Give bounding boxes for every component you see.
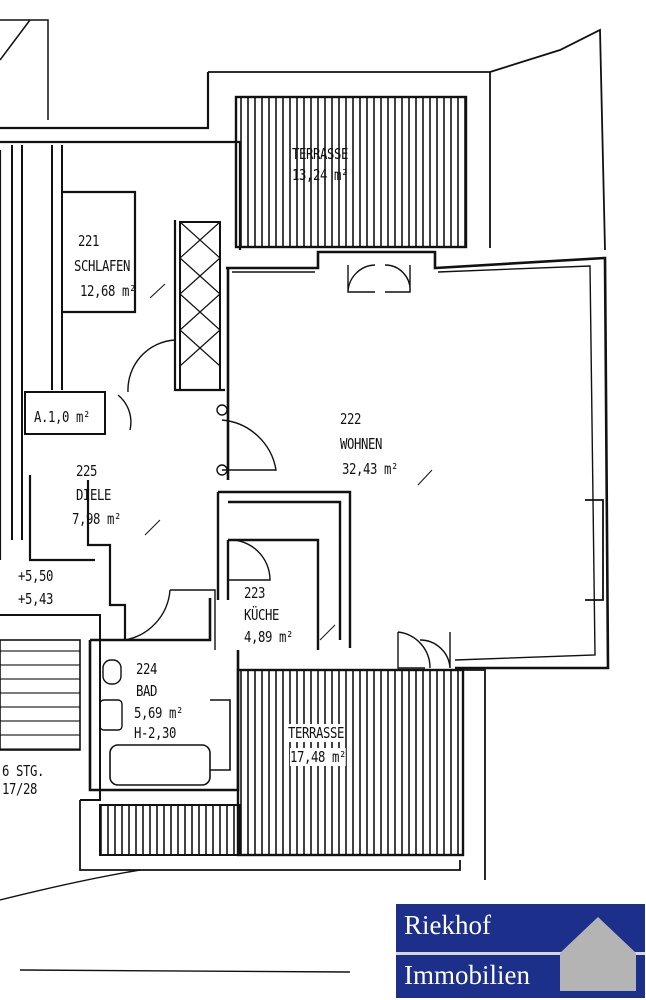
room-225-name: DIELE [76,486,111,504]
living-inner-wall [232,265,596,661]
room-223-name: KÜCHE [244,606,279,624]
wall-left-upper [0,72,242,560]
storage-name: A. [34,408,48,426]
terrace-bottom-outline [79,669,486,880]
sketch-lines-bottom [0,869,351,973]
room-222-area: 32,43 m² [342,460,398,478]
pillar-marker-1 [216,404,228,416]
company-logo: Riekhof Immobilien [396,904,645,998]
room-221-number: 221 [78,232,99,250]
room-222-number: 222 [340,410,361,428]
room-221-area: 12,68 m² [80,282,136,300]
room-223-area: 4,89 m² [244,628,293,646]
wardrobe-cross [179,221,221,367]
storage-box [24,391,106,435]
dim-tick-1 [417,469,433,486]
living-walls [226,250,610,670]
room-222-name: WOHNEN [340,435,382,453]
balcony-outline-top [208,28,606,251]
storage-label: A.1,0 m² [34,408,90,426]
door-swing-kitchen [227,539,271,581]
room-224-name: BAD [136,682,157,700]
terrace-top-name: TERRASSE [292,145,348,163]
wall-vertical-1 [11,145,23,540]
wardrobe [179,221,221,391]
room-224-number: 224 [136,660,157,678]
level-mark-1: +5,50 [18,567,53,585]
terrace-top-area: 13,24 m² [292,166,348,184]
dim-tick-2 [319,624,336,641]
logo-separator [396,952,645,955]
terrace-bottom-strip [99,804,241,856]
washbasin [99,699,123,731]
bath-window [210,699,231,771]
terrace-bottom-name: TERRASSE [288,724,344,742]
door-swing-living [221,419,277,471]
pillar-marker-2 [216,464,228,476]
room-221-name: SCHLAFEN [74,257,130,275]
door-swing-diele [124,589,216,650]
diele-walls [28,475,127,640]
room-224-area: 5,69 m² [134,704,183,722]
stairs-dimension: 17/28 [2,780,37,798]
logo-line-1: Riekhof [404,910,491,940]
stairs-label: 6 STG. [2,762,44,780]
room-225-number: 225 [76,462,97,480]
level-mark-2: +5,43 [18,590,53,608]
door-swing-storage [117,394,132,431]
staircase [0,639,81,751]
terrace-bottom-hatch [236,668,465,857]
logo-line-2: Immobilien [404,960,530,990]
room-223-number: 223 [244,584,265,602]
door-swing-terrace-bottom [397,631,451,669]
storage-area: 1,0 m² [47,408,90,426]
kitchen-walls [216,490,352,650]
room-225-area: 7,98 m² [72,510,121,528]
wall-vertical-2 [51,145,63,390]
sketch-lines-top-left [0,19,49,120]
window-right [585,499,604,601]
door-swing-bedroom [127,339,176,393]
toilet [102,659,122,685]
bath-walls [88,598,240,792]
room-224-height: H-2,30 [134,724,176,742]
terrace-bottom-area: 17,48 m² [290,748,346,766]
door-swing-living-top [347,264,411,293]
dim-tick-3 [144,519,161,536]
terrace-top-hatch [234,95,468,249]
house-icon [560,917,636,991]
dim-tick-4 [149,283,166,299]
bathtub [109,744,211,786]
